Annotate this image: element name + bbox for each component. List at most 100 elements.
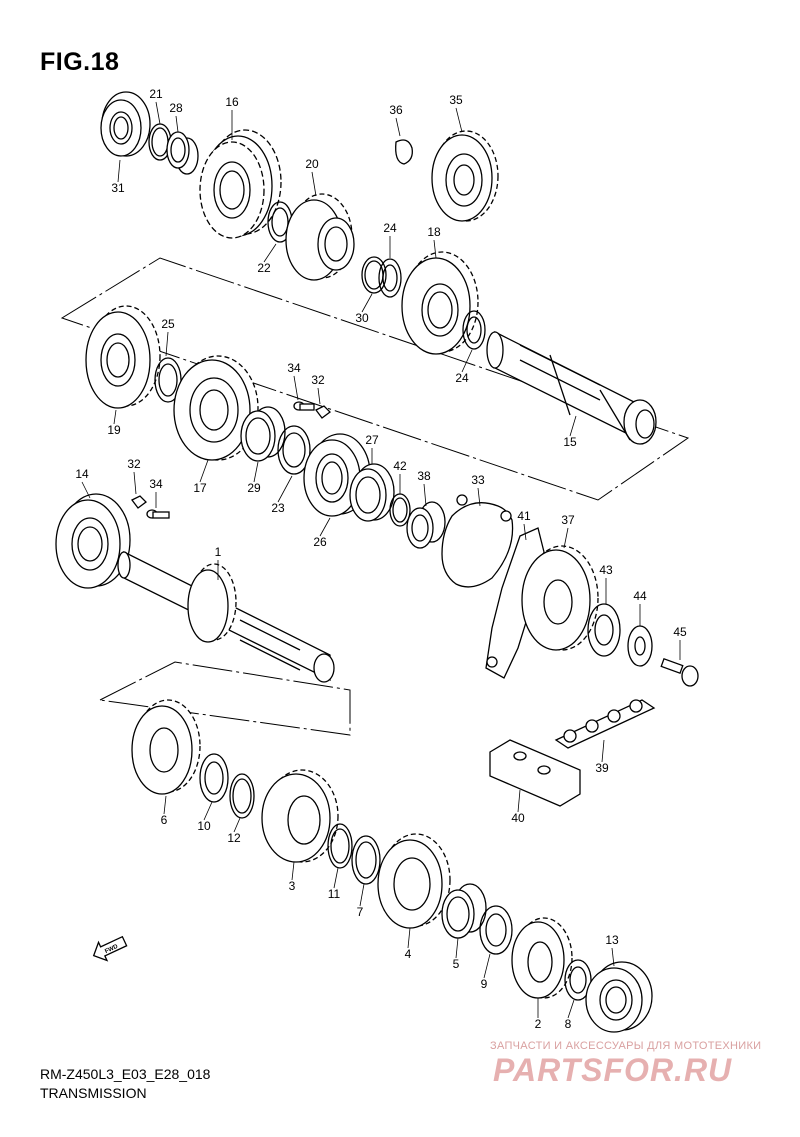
- leader-line-c4: [407, 927, 411, 949]
- leader-line-c29: [253, 461, 259, 483]
- leader-line-c28: [175, 115, 179, 133]
- leader-line-c25: [165, 331, 169, 357]
- leader-line-c37: [563, 527, 569, 549]
- part-callout-c43: 43: [599, 563, 613, 577]
- part-callout-c41: 41: [517, 509, 531, 523]
- leader-line-c8: [567, 999, 575, 1019]
- leader-line-c12: [233, 817, 241, 833]
- part-callout-c20: 20: [305, 157, 319, 171]
- part-callout-c27: 27: [365, 433, 379, 447]
- leader-line-c22: [263, 243, 277, 263]
- bearing-31: [100, 91, 151, 157]
- part-callout-c2: 2: [535, 1017, 542, 1031]
- guide-plate-41: [485, 527, 545, 679]
- part-callout-c22: 22: [257, 261, 271, 275]
- leader-line-c40: [517, 789, 521, 813]
- part-callout-c26: 26: [313, 535, 327, 549]
- figure-title: FIG.18: [40, 48, 120, 76]
- gear-19: [85, 305, 161, 409]
- leader-line-c18: [433, 239, 437, 259]
- watermark-tagline: ЗАПЧАСТИ И АКСЕССУАРЫ ДЛЯ МОТОТЕХНИКИ: [490, 1040, 762, 1052]
- leader-line-c24b: [461, 349, 473, 373]
- gear-18: [401, 251, 479, 355]
- leader-line-c26: [319, 517, 331, 537]
- bushing-29: [240, 406, 286, 462]
- part-callout-c7: 7: [357, 905, 364, 919]
- bolt-45: [660, 657, 699, 687]
- part-callout-c3: 3: [289, 879, 296, 893]
- part-callout-c39: 39: [595, 761, 609, 775]
- part-callout-c18: 18: [427, 225, 441, 239]
- leader-line-c36: [395, 117, 401, 137]
- washer-24-upper: [378, 258, 402, 298]
- part-callout-c16: 16: [225, 95, 239, 109]
- o-ring-42: [389, 493, 411, 527]
- leader-line-c34a: [293, 375, 299, 401]
- part-callout-c29: 29: [247, 481, 261, 495]
- part-callout-c13: 13: [605, 933, 619, 947]
- leader-line-c20: [311, 171, 317, 197]
- figure-caption: TRANSMISSION: [40, 1085, 147, 1101]
- part-callout-c33: 33: [471, 473, 485, 487]
- leader-line-c35: [455, 107, 463, 133]
- gear-17: [173, 355, 259, 461]
- leader-line-c21: [155, 101, 161, 125]
- part-callout-c10: 10: [197, 819, 211, 833]
- part-callout-c31: 31: [111, 181, 125, 195]
- retainer-36: [395, 139, 413, 165]
- drive-chain-39: [554, 699, 656, 749]
- bearing-13: [585, 961, 653, 1033]
- circlip-30: [361, 256, 387, 294]
- oil-seal-27: [349, 463, 395, 522]
- screw-34-upper: [293, 401, 315, 411]
- leader-line-c23: [277, 475, 293, 503]
- part-callout-c23: 23: [271, 501, 285, 515]
- gear-35: [431, 130, 499, 222]
- circlip-12: [229, 773, 255, 819]
- washer-23: [277, 425, 311, 475]
- bushing-28: [166, 131, 199, 175]
- leader-line-c39: [601, 739, 605, 763]
- part-callout-c1: 1: [215, 545, 222, 559]
- part-callout-c9: 9: [481, 977, 488, 991]
- bushing-7: [351, 835, 381, 885]
- part-callout-c34b: 34: [149, 477, 163, 491]
- part-callout-c14: 14: [75, 467, 89, 481]
- part-callout-c21: 21: [149, 87, 163, 101]
- figure-code: RM-Z450L3_E03_E28_018: [40, 1066, 211, 1082]
- leader-line-c14: [81, 481, 91, 499]
- bearing-14: [55, 493, 131, 589]
- washer-9: [479, 905, 513, 955]
- fwd-arrow-icon: FWD: [92, 935, 128, 962]
- washer-44: [627, 625, 653, 667]
- part-callout-c8: 8: [565, 1017, 572, 1031]
- leader-line-c11: [333, 867, 339, 889]
- part-callout-c44: 44: [633, 589, 647, 603]
- leader-line-c10: [203, 801, 213, 821]
- washer-10: [199, 753, 229, 803]
- circlip-11: [327, 823, 353, 869]
- part-callout-c4: 4: [405, 947, 412, 961]
- leader-line-c30: [361, 293, 373, 313]
- part-callout-c19: 19: [107, 423, 121, 437]
- leader-line-c9: [483, 953, 491, 979]
- part-callout-c12: 12: [227, 831, 241, 845]
- part-callout-c30: 30: [355, 311, 369, 325]
- gear-16: [199, 129, 282, 239]
- part-callout-c24a: 24: [383, 221, 397, 235]
- needle-bearing-5: [441, 883, 487, 939]
- part-callout-c36: 36: [389, 103, 403, 117]
- driveshaft-1: [117, 550, 335, 683]
- driveshaft-group-outline: [98, 661, 351, 736]
- fwd-label: FWD: [104, 944, 120, 955]
- gear-4: [377, 833, 451, 929]
- part-callout-c5: 5: [453, 957, 460, 971]
- gear-20: [285, 193, 355, 281]
- leader-line-c3: [291, 861, 295, 881]
- part-callout-c17: 17: [193, 481, 207, 495]
- lockwasher-32-lower: [131, 495, 147, 509]
- part-callout-c32b: 32: [127, 457, 141, 471]
- part-callout-c32a: 32: [311, 373, 325, 387]
- leader-line-c7: [359, 883, 365, 907]
